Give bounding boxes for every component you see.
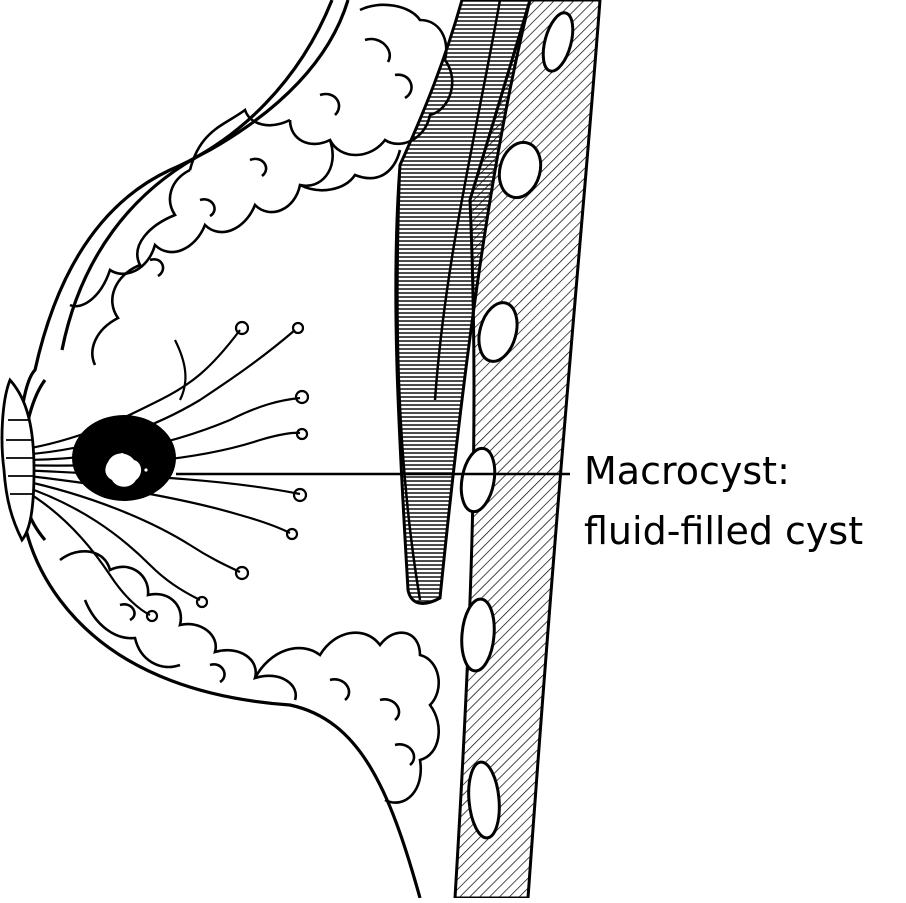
nipple xyxy=(0,377,36,543)
macrocyst xyxy=(72,415,176,501)
pectoral-muscle xyxy=(394,0,532,605)
callout-label-description: fluid-filled cyst xyxy=(584,509,864,553)
fat-lobules-upper xyxy=(69,3,454,366)
fat-lobules-lower xyxy=(59,550,440,804)
chest-wall xyxy=(453,0,602,900)
ribs xyxy=(459,11,575,840)
callout-label-title: Macrocyst: xyxy=(584,449,790,493)
